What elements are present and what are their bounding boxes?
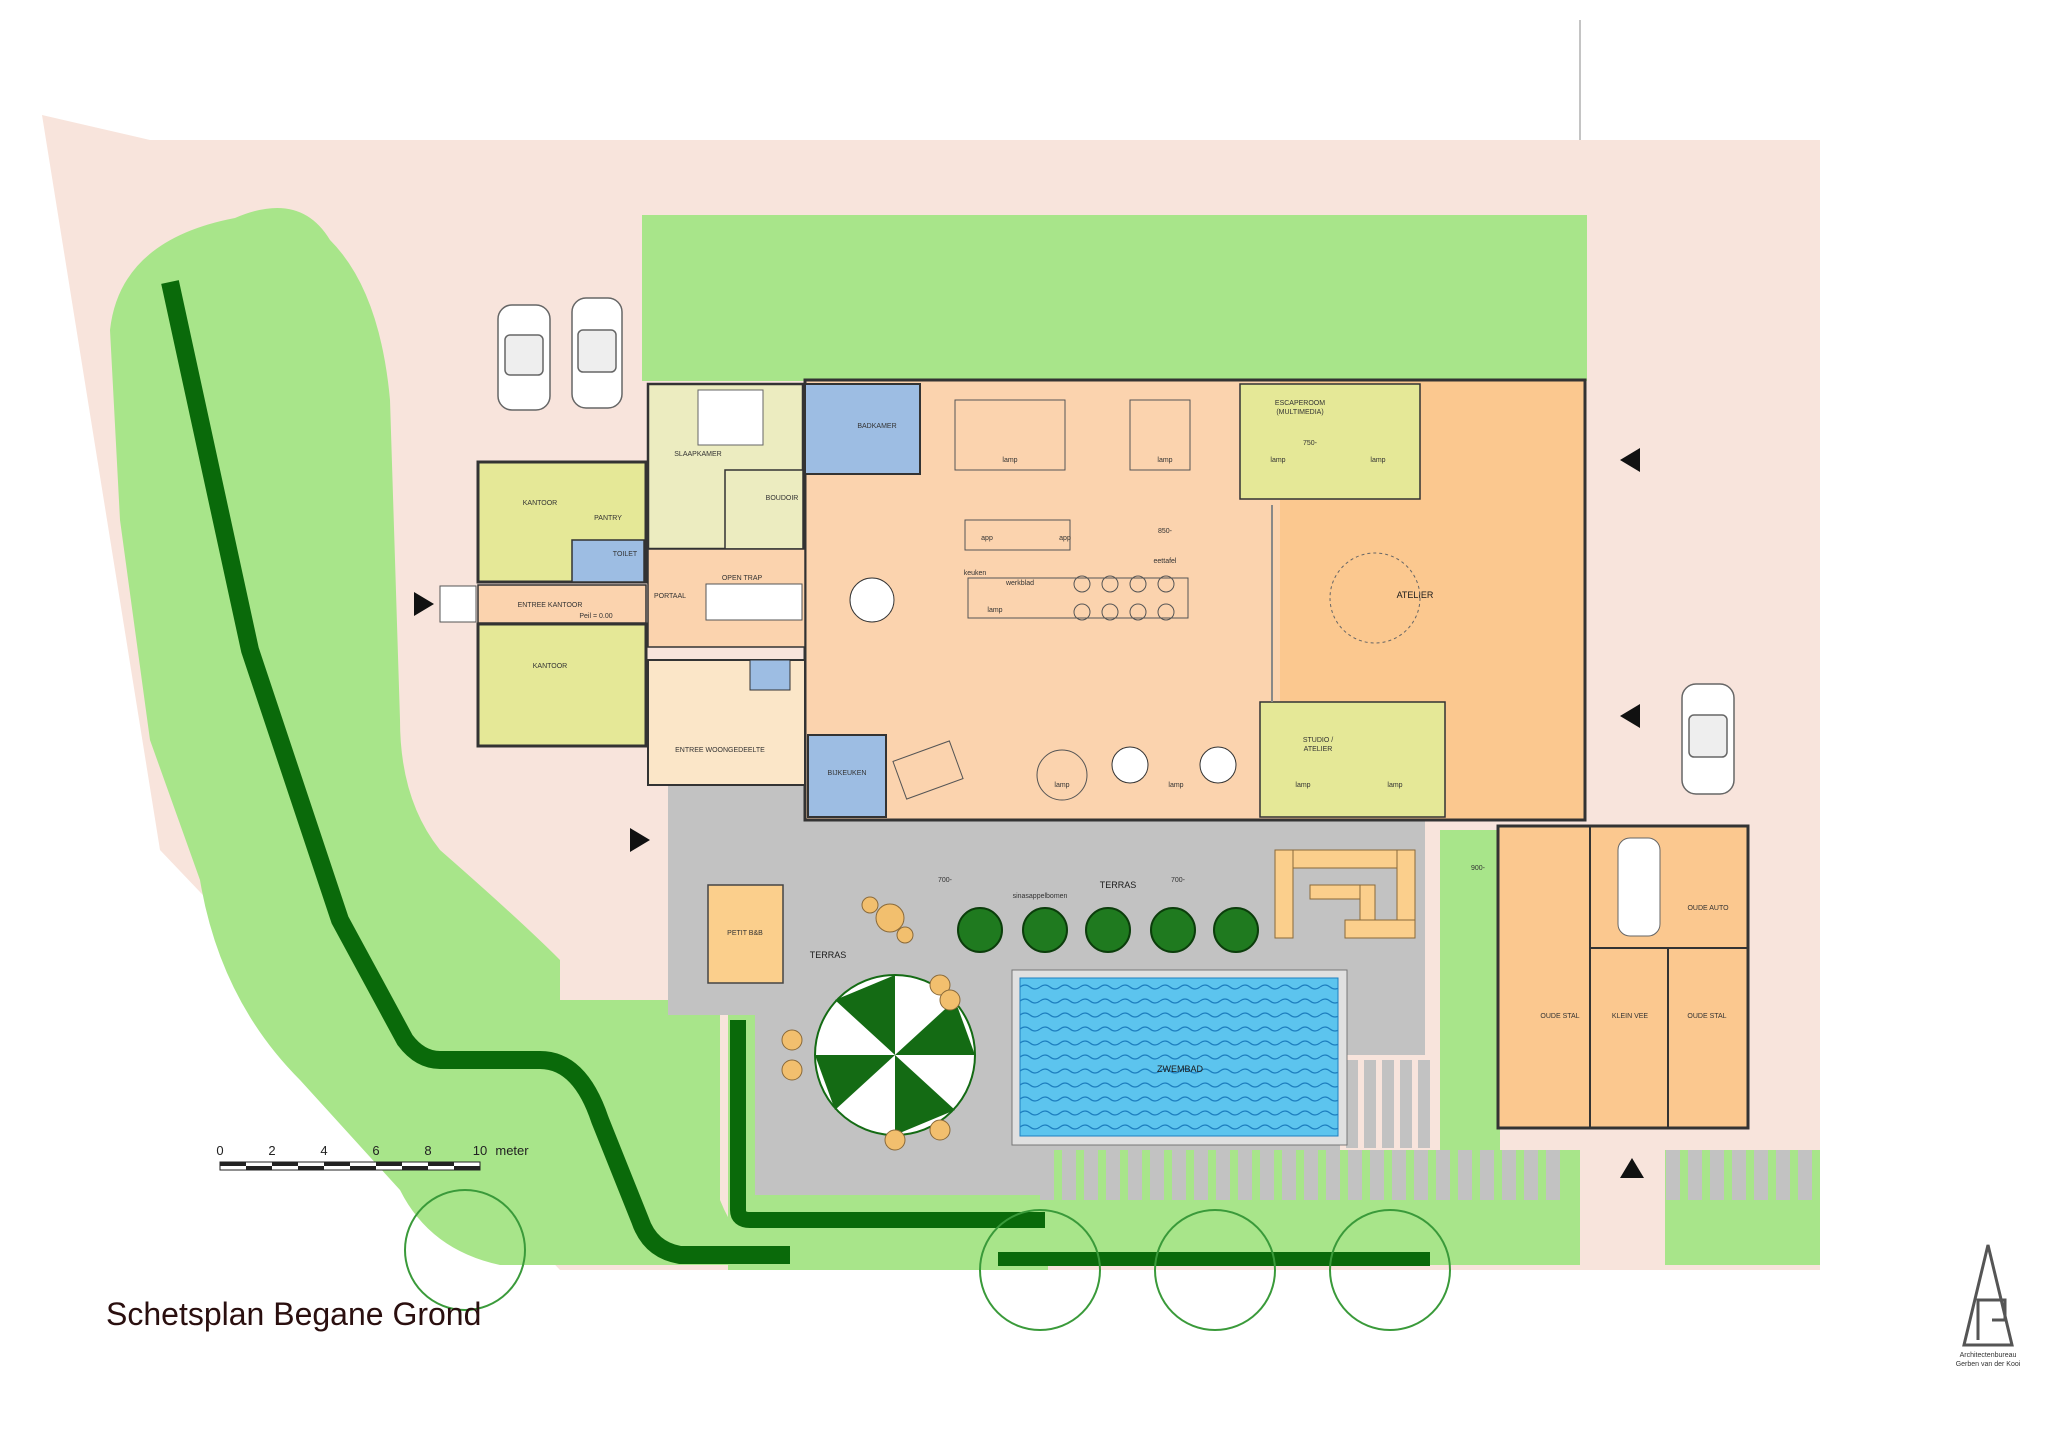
toilet-label: TOILET bbox=[613, 551, 638, 558]
barn-path bbox=[1582, 1140, 1660, 1265]
lounge-set bbox=[1274, 849, 1416, 939]
bijkeuken-label: BIJKEUKEN bbox=[828, 770, 867, 777]
lamp-label: lamp bbox=[1295, 782, 1310, 789]
oude-stal-right-label: OUDE STAL bbox=[1687, 1013, 1726, 1020]
lamp-label: lamp bbox=[1370, 457, 1385, 464]
lamp-label: lamp bbox=[1054, 782, 1069, 789]
multimedia-label: (MULTIMEDIA) bbox=[1276, 409, 1323, 416]
studio-label: STUDIO / bbox=[1303, 737, 1333, 744]
badkamer bbox=[804, 383, 921, 475]
scale-unit: meter bbox=[495, 1143, 529, 1158]
toilet bbox=[571, 539, 645, 583]
logo-line-2: Gerben van der Kooi bbox=[1956, 1361, 2021, 1368]
entree-woongedeelte-label: ENTREE WOONGEDEELTE bbox=[675, 747, 765, 754]
slaapkamer-label: SLAAPKAMER bbox=[674, 451, 721, 458]
round-table bbox=[1036, 749, 1088, 801]
terras-top-label: TERRAS bbox=[1100, 880, 1137, 890]
pantry-label: PANTRY bbox=[594, 515, 622, 522]
tree-icon bbox=[404, 1189, 1451, 1331]
lamp-label: lamp bbox=[1270, 457, 1285, 464]
studio-label-2: ATELIER bbox=[1304, 746, 1333, 753]
boudoir-label: BOUDOIR bbox=[766, 495, 799, 502]
peil-label: Peil = 0.00 bbox=[579, 613, 612, 620]
kantoor-bottom bbox=[476, 622, 648, 748]
atelier-label: ATELIER bbox=[1397, 590, 1434, 600]
petit-bb-label: PETIT B&B bbox=[727, 930, 763, 937]
pool-label: ZWEMBAD bbox=[1157, 1064, 1203, 1074]
dim-label: 700- bbox=[938, 877, 953, 884]
architect-logo bbox=[1962, 1244, 2014, 1347]
klein-vee-label: KLEIN VEE bbox=[1612, 1013, 1649, 1020]
scale-tick: 8 bbox=[424, 1143, 431, 1158]
lamp-label: lamp bbox=[1002, 457, 1017, 464]
terras-left-label: TERRAS bbox=[810, 950, 847, 960]
dim-label: 850- bbox=[1158, 528, 1173, 535]
lawn-east bbox=[1440, 830, 1500, 1160]
piano bbox=[892, 740, 964, 800]
escaperoom-label: ESCAPEROOM bbox=[1275, 400, 1325, 407]
werkblad-label: werkblad bbox=[1005, 580, 1034, 587]
scale-tick: 6 bbox=[372, 1143, 379, 1158]
stepping-stones bbox=[1040, 1060, 1812, 1200]
scale-bar bbox=[219, 1161, 481, 1171]
plant-icon bbox=[849, 577, 1237, 784]
dim-label: 700- bbox=[1171, 877, 1186, 884]
dim-label: 900- bbox=[1471, 865, 1486, 872]
petit-bb bbox=[707, 884, 784, 984]
open-stair bbox=[705, 583, 803, 621]
boudoir bbox=[724, 469, 804, 550]
bijkeuken bbox=[807, 734, 887, 818]
hedge-terrace bbox=[730, 1020, 1045, 1228]
app-label-2: app bbox=[1059, 535, 1071, 542]
parasol-icon bbox=[814, 974, 976, 1136]
kantoor-top-label: KANTOOR bbox=[523, 500, 558, 507]
keuken-label: keuken bbox=[964, 570, 987, 577]
oude-stal-left-label: OUDE STAL bbox=[1540, 1013, 1579, 1020]
entree-woongedeelte bbox=[647, 659, 806, 786]
scale-tick: 0 bbox=[216, 1143, 223, 1158]
pool-water bbox=[1019, 977, 1339, 1137]
kitchen-counter bbox=[964, 519, 1071, 551]
sinaasappelbomen-label: sinasappelbomen bbox=[1013, 893, 1068, 900]
page-title: Schetsplan Begane Grond bbox=[106, 1296, 481, 1332]
hedge-south bbox=[998, 1252, 1430, 1266]
kantoor-bottom-label: KANTOOR bbox=[533, 663, 568, 670]
lamp-label: lamp bbox=[987, 607, 1002, 614]
car-icon bbox=[497, 297, 1735, 795]
badkamer-label: BADKAMER bbox=[857, 423, 896, 430]
entree-kantoor-label: ENTREE KANTOOR bbox=[518, 602, 583, 609]
lamp-label: lamp bbox=[1168, 782, 1183, 789]
chair-icon bbox=[781, 896, 961, 1151]
bed-icon bbox=[697, 389, 764, 446]
bookcase bbox=[1129, 399, 1191, 471]
entrance-arrow-icon bbox=[414, 448, 1644, 1178]
sofa bbox=[954, 399, 1066, 471]
escaperoom bbox=[1239, 383, 1421, 500]
oude-auto-label: OUDE AUTO bbox=[1687, 905, 1729, 912]
spiral-stair bbox=[1329, 552, 1421, 644]
scale-tick: 10 bbox=[473, 1143, 487, 1158]
wc bbox=[749, 659, 791, 691]
app-label-1: app bbox=[981, 535, 993, 542]
orange-tree-icon bbox=[957, 907, 1259, 953]
scale-tick: 2 bbox=[268, 1143, 275, 1158]
hedge-west bbox=[161, 280, 790, 1264]
dining-chairs bbox=[1073, 575, 1175, 621]
lamp-label: lamp bbox=[1157, 457, 1172, 464]
logo-line-1: Architectenbureau bbox=[1960, 1352, 2017, 1359]
dim-label: 750- bbox=[1303, 440, 1318, 447]
barn-walls bbox=[1589, 826, 1748, 1128]
lawn-north bbox=[642, 215, 1587, 381]
kitchen-island bbox=[967, 577, 1189, 619]
lawn-west bbox=[110, 207, 780, 1265]
vintage-car-icon bbox=[1617, 837, 1661, 937]
studio-atelier bbox=[1259, 701, 1446, 818]
lamp-label: lamp bbox=[1387, 782, 1402, 789]
open-trap-label: OPEN TRAP bbox=[722, 575, 763, 582]
entrance-steps bbox=[439, 585, 477, 623]
scale-tick: 4 bbox=[320, 1143, 327, 1158]
portaal-label: PORTAAL bbox=[654, 593, 686, 600]
eettafel-label: eettafel bbox=[1154, 558, 1177, 565]
